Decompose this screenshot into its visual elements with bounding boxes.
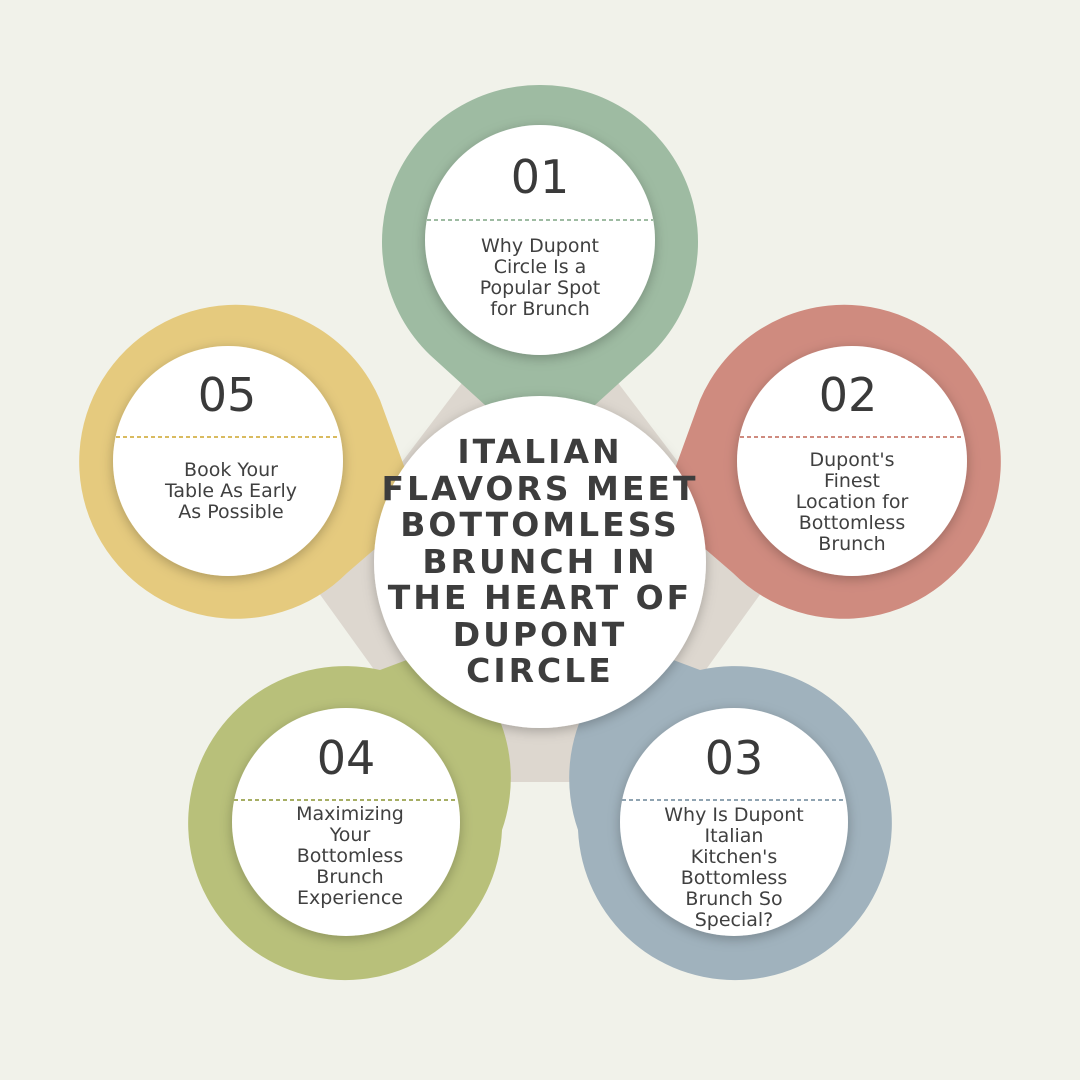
node-03-disc	[620, 708, 848, 936]
node-02-number: 02	[818, 368, 878, 422]
node-05-disc	[113, 346, 343, 576]
node-02-disc	[737, 346, 967, 576]
center-disc	[374, 396, 706, 728]
node-04-disc	[232, 708, 460, 936]
node-01-disc	[425, 125, 655, 355]
node-04-number: 04	[316, 731, 376, 785]
center-title: ITALIAN FLAVORS MEET BOTTOMLESS BRUNCH I…	[381, 432, 699, 691]
node-05-number: 05	[197, 368, 257, 422]
node-02-label: Dupont's Finest Location for Bottomless …	[795, 449, 909, 555]
node-03-number: 03	[704, 731, 764, 785]
node-05-label: Book Your Table As Early As Possible	[164, 459, 298, 523]
node-03-label: Why Is Dupont Italian Kitchen's Bottomle…	[664, 804, 804, 931]
node-01-label: Why Dupont Circle Is a Popular Spot for …	[479, 235, 601, 320]
node-04-label: Maximizing Your Bottomless Brunch Experi…	[296, 803, 404, 909]
node-01-number: 01	[510, 150, 570, 204]
